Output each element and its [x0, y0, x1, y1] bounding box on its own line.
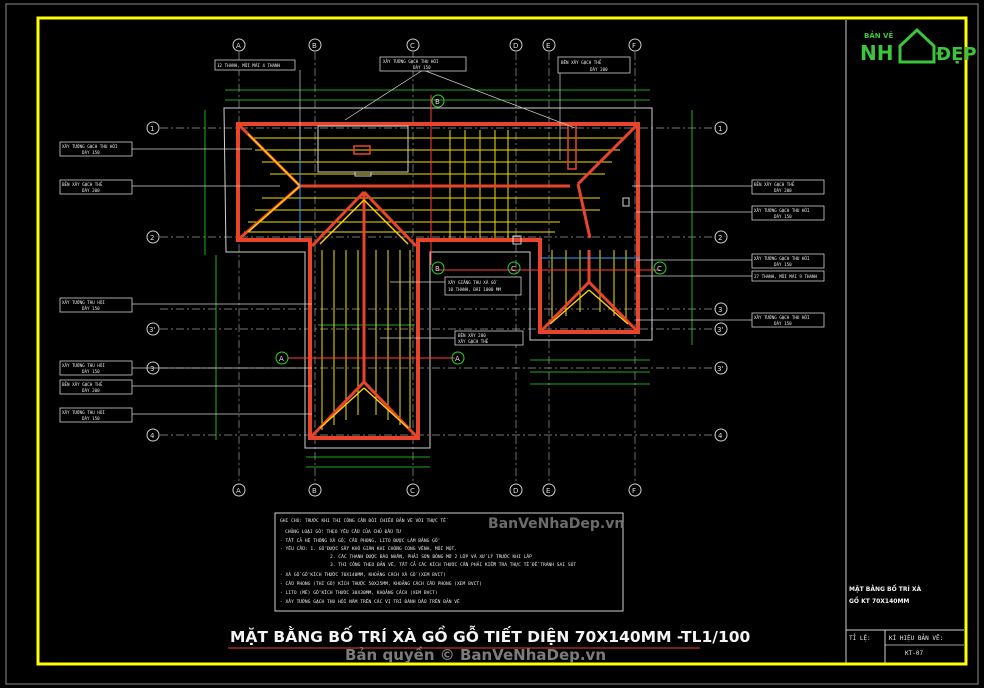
- svg-text:1: 1: [718, 125, 722, 133]
- grid-bubbles-left: 1 2 3' 3 4: [146, 121, 160, 442]
- svg-text:XÂY GIẰNG THU XÀ GỒ: XÂY GIẰNG THU XÀ GỒ: [448, 280, 498, 285]
- svg-text:1: 1: [150, 125, 154, 133]
- svg-text:E: E: [546, 487, 550, 495]
- sheet-outer-border: [5, 3, 979, 685]
- svg-text:XÂY GẠCH THẺ: XÂY GẠCH THẺ: [458, 339, 489, 344]
- note-line: - CẦU PHONG (THI GỖ) KÍCH THƯỚC 50X25MM,…: [280, 579, 482, 587]
- svg-text:DÀY 150: DÀY 150: [82, 416, 100, 421]
- note-line: 2. CÁC THANH ĐƯỢC BÀO NHẴN, PHẢI SƠN BÓN…: [330, 552, 532, 560]
- title-block: MẶT BẰNG BỐ TRÍ XÀ GỒ KT 70X140MM TỈ LỆ:…: [846, 585, 964, 663]
- note-line: - XÀ GỒ GỖ KÍCH THƯỚC 70X140MM, KHOẢNG C…: [280, 570, 446, 578]
- svg-text:3: 3: [718, 306, 722, 314]
- svg-text:E: E: [546, 42, 550, 50]
- svg-text:B: B: [435, 98, 440, 106]
- grid-bubbles-bottom: A B C D E F: [232, 483, 642, 497]
- svg-text:BẢN VẼ: BẢN VẼ: [864, 30, 893, 40]
- svg-text:XÂY TƯỜNG GẠCH THU HỒI: XÂY TƯỜNG GẠCH THU HỒI: [383, 59, 439, 64]
- svg-text:C: C: [410, 487, 415, 495]
- note-line: - XÂY TƯỜNG GẠCH THU HỒI NẰM TRÊN CÁC VỊ…: [280, 597, 460, 605]
- svg-text:3': 3': [149, 326, 155, 334]
- svg-text:TỈ LỆ:: TỈ LỆ:: [849, 634, 871, 642]
- callout-boxes: [59, 56, 825, 423]
- note-line: - LITO (MÈ) GỖ KÍCH THƯỚC 30X30MM, KHOẢN…: [280, 588, 438, 596]
- svg-text:DÀY 150: DÀY 150: [774, 214, 792, 219]
- svg-text:ĐẸP: ĐẸP: [936, 44, 977, 65]
- svg-text:XÂY TƯỜNG THU HỒI: XÂY TƯỜNG THU HỒI: [62, 300, 105, 305]
- svg-text:F: F: [632, 487, 636, 495]
- svg-text:2: 2: [150, 234, 154, 242]
- svg-text:BÊN XÂY GẠCH THẺ: BÊN XÂY GẠCH THẺ: [561, 60, 602, 65]
- svg-text:NH: NH: [860, 41, 893, 65]
- svg-text:3': 3': [717, 326, 723, 334]
- svg-text:B: B: [312, 487, 317, 495]
- grid-bubbles-right: 1 2 3 3' 3' 4: [714, 121, 728, 442]
- note-line: CHỦNG LOẠI GỖ: THEO YÊU CẦU CỦA CHỦ ĐẦU …: [285, 527, 401, 535]
- svg-text:3: 3: [150, 365, 154, 373]
- svg-text:BẺN XÂY GẠCH THẺ: BẺN XÂY GẠCH THẺ: [62, 382, 103, 387]
- callout-texts: 12 THANH, MỖI MÁI 4 THANH XÂY TƯỜNG GẠCH…: [62, 59, 818, 421]
- svg-text:C: C: [511, 265, 516, 273]
- notes-box: GHI CHÚ: TRƯỚC KHI THI CÔNG CẦN ĐỐI CHIẾ…: [274, 512, 624, 612]
- house-icon: [898, 27, 936, 64]
- note-line: - TẤT CẢ HỆ THỐNG XÀ GỒ, CẦU PHONG, LITO…: [280, 536, 441, 544]
- svg-text:BẺN XÂY GẠCH THẺ: BẺN XÂY GẠCH THẺ: [62, 182, 103, 187]
- svg-text:KT-07: KT-07: [905, 650, 923, 657]
- svg-text:XÂY TƯỜNG THU HỒI: XÂY TƯỜNG THU HỒI: [62, 410, 105, 415]
- svg-text:4: 4: [718, 432, 723, 440]
- svg-text:DÀY 150: DÀY 150: [774, 262, 792, 267]
- roof-plan: B B C C A A: [223, 94, 667, 449]
- svg-text:A: A: [236, 487, 241, 495]
- svg-text:DÀY 200: DÀY 200: [590, 67, 608, 72]
- svg-text:10 THANH, BÁI 1000 MM: 10 THANH, BÁI 1000 MM: [448, 287, 501, 292]
- svg-text:BẺN XÂY GẠCH THẺ: BẺN XÂY GẠCH THẺ: [754, 182, 795, 187]
- svg-text:XÂY TƯỜNG GẠCH THU HỒI: XÂY TƯỜNG GẠCH THU HỒI: [754, 315, 810, 320]
- grid-bubbles-top: A B C D E F: [232, 38, 642, 52]
- svg-text:D: D: [513, 42, 518, 50]
- svg-text:B: B: [312, 42, 317, 50]
- svg-text:KÍ HIỆU BẢN VẼ:: KÍ HIỆU BẢN VẼ:: [889, 634, 943, 642]
- svg-text:DÀY 200: DÀY 200: [82, 388, 100, 393]
- svg-text:D: D: [513, 487, 518, 495]
- svg-text:XÂY TƯỜNG GẠCH THU HỒI: XÂY TƯỜNG GẠCH THU HỒI: [754, 208, 810, 213]
- svg-text:2: 2: [718, 234, 722, 242]
- note-line: 3. THI CÔNG THEO BẢN VẼ, TẤT CẢ CÁC KÍCH…: [330, 560, 576, 568]
- svg-text:F: F: [632, 42, 636, 50]
- svg-text:DÀY 150: DÀY 150: [82, 306, 100, 311]
- sheet-yellow-frame: [36, 16, 968, 666]
- svg-text:XÂY TƯỜNG THU HỒI: XÂY TƯỜNG THU HỒI: [62, 363, 105, 368]
- svg-text:C: C: [657, 265, 662, 273]
- svg-text:B: B: [435, 265, 440, 273]
- svg-text:GỒ KT 70X140MM: GỒ KT 70X140MM: [849, 596, 909, 605]
- svg-text:DÀY 150: DÀY 150: [413, 65, 431, 70]
- svg-text:XÂY TƯỜNG GẠCH THU HỒI: XÂY TƯỜNG GẠCH THU HỒI: [754, 256, 810, 261]
- svg-text:A: A: [279, 355, 284, 363]
- svg-text:4: 4: [150, 432, 155, 440]
- svg-text:BÊN XÂY 200: BÊN XÂY 200: [458, 333, 486, 338]
- svg-text:XÂY TƯỜNG GẠCH THU HỒI: XÂY TƯỜNG GẠCH THU HỒI: [62, 144, 118, 149]
- drawing-title: MẶT BẰNG BỐ TRÍ XÀ GỒ GỖ TIẾT DIỆN 70X14…: [230, 624, 751, 646]
- svg-text:A: A: [455, 355, 460, 363]
- svg-text:DÀY 200: DÀY 200: [82, 188, 100, 193]
- svg-text:A: A: [236, 42, 241, 50]
- svg-text:DÀY 150: DÀY 150: [774, 321, 792, 326]
- watermark-inline: BanVeNhaDep.vn: [488, 516, 624, 532]
- leader-lines: [130, 68, 752, 415]
- note-line: GHI CHÚ: TRƯỚC KHI THI CÔNG CẦN ĐỐI CHIẾ…: [280, 516, 449, 524]
- svg-text:DÀY 200: DÀY 200: [774, 188, 792, 193]
- svg-text:DÀY 150: DÀY 150: [82, 369, 100, 374]
- svg-text:3': 3': [717, 365, 723, 373]
- svg-text:DÀY 150: DÀY 150: [82, 150, 100, 155]
- svg-text:MẶT BẰNG BỐ TRÍ XÀ: MẶT BẰNG BỐ TRÍ XÀ: [849, 585, 921, 593]
- svg-text:12 THANH, MỖI MÁI 4 THANH: 12 THANH, MỖI MÁI 4 THANH: [217, 63, 281, 68]
- note-line: - YÊU CẦU: 1. GỖ ĐƯỢC SẤY KHÔ GIÃN KHI C…: [280, 544, 457, 552]
- brand-logo: BẢN VẼ NH ĐẸP: [860, 27, 977, 65]
- watermark-footer: Bản quyền © BanVeNhaDep.vn: [345, 645, 606, 664]
- svg-text:C: C: [410, 42, 415, 50]
- svg-text:27 THANH, MỖI MÁI 9 THANH: 27 THANH, MỖI MÁI 9 THANH: [754, 274, 818, 279]
